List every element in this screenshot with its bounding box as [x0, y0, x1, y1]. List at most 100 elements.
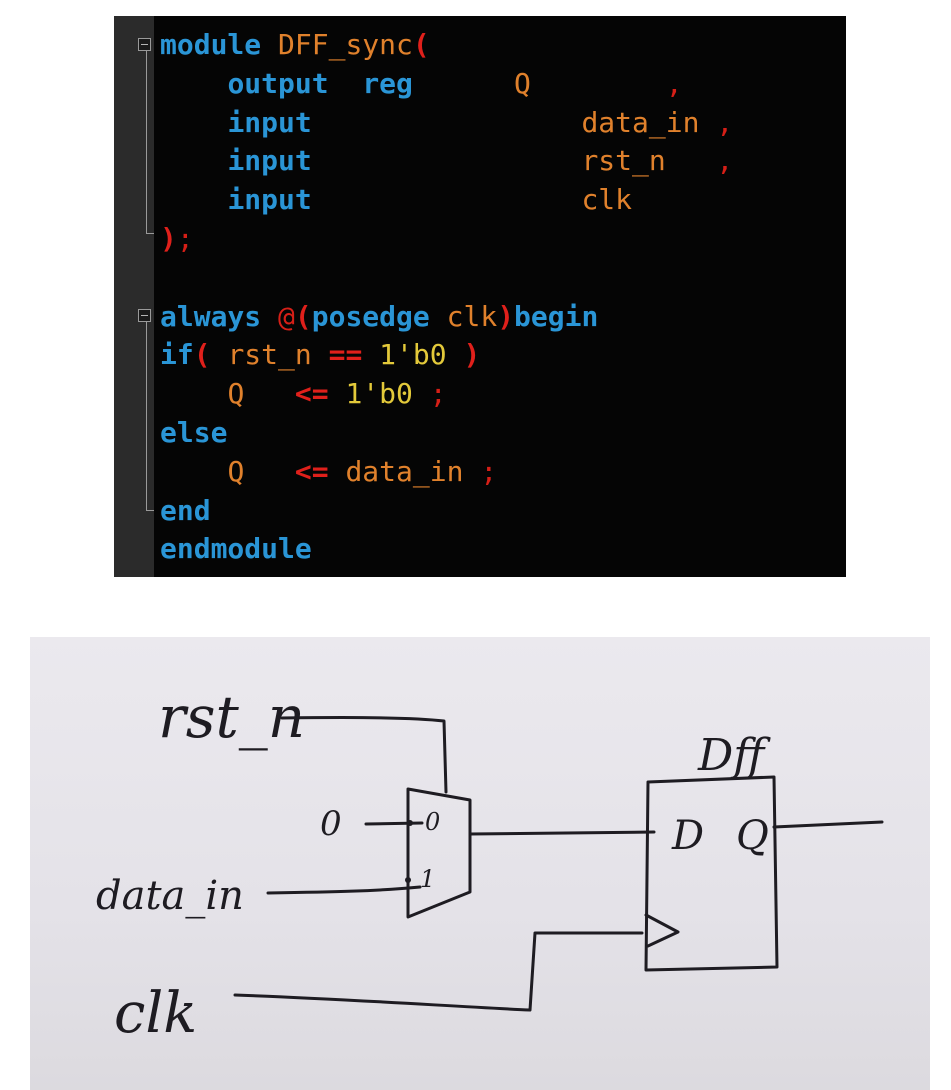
code-token	[531, 67, 666, 100]
code-token: Q	[227, 377, 245, 411]
code-token: (	[412, 28, 430, 61]
fold-end-mark	[146, 233, 154, 234]
code-token	[312, 183, 582, 216]
code-token: ;	[176, 221, 194, 255]
data-label: data_in	[96, 873, 244, 919]
code-token: )	[497, 299, 515, 333]
code-token	[244, 455, 295, 488]
code-line: module DFF_sync(	[160, 26, 846, 65]
fold-guide-line	[146, 322, 147, 510]
code-token	[261, 28, 278, 61]
code-token: input	[227, 183, 312, 217]
code-line: input data_in ,	[160, 104, 846, 143]
q-wire	[772, 820, 884, 829]
code-token	[261, 300, 278, 333]
code-token: data_in	[345, 454, 464, 488]
code-token: posedge	[311, 299, 430, 333]
code-line: output reg Q ,	[160, 65, 846, 104]
code-token: clk	[446, 299, 498, 333]
code-token	[413, 67, 514, 100]
code-token: )	[463, 338, 481, 372]
code-token: (	[193, 338, 211, 372]
rst-wire	[280, 715, 448, 794]
code-line: endmodule	[160, 530, 846, 569]
clk-label: clk	[114, 981, 197, 1046]
d-pin-label: D	[671, 813, 704, 859]
code-line: Q <= data_in ;	[160, 453, 846, 492]
code-token: rst_n	[227, 338, 312, 372]
code-token: clk	[581, 183, 633, 217]
code-token	[413, 377, 430, 410]
code-token: if	[160, 338, 194, 372]
code-line	[160, 259, 846, 298]
code-token: rst_n	[581, 144, 666, 178]
mux-shape	[406, 787, 472, 919]
fold-always-icon[interactable]	[138, 309, 151, 322]
data-wire	[266, 885, 422, 895]
fold-module-icon[interactable]	[138, 38, 151, 51]
code-token: input	[227, 144, 312, 178]
rst-label: rst_n	[158, 683, 305, 751]
code-token	[447, 338, 464, 371]
code-token: input	[227, 105, 312, 139]
code-token: 1'b0	[345, 377, 413, 411]
code-token: @	[278, 299, 295, 333]
code-line: always @(posedge clk)begin	[160, 298, 846, 337]
code-token	[362, 338, 379, 371]
q-pin-label: Q	[736, 813, 769, 859]
code-token	[160, 377, 227, 410]
code-token	[312, 338, 329, 371]
code-token	[312, 106, 582, 139]
code-token: ,	[716, 144, 734, 178]
code-line: Q <= 1'b0 ;	[160, 375, 846, 414]
code-token: reg	[362, 66, 413, 100]
code-token: endmodule	[160, 532, 312, 566]
clk-wire	[233, 931, 644, 1012]
code-token: Q	[227, 454, 245, 488]
code-token: Q	[514, 66, 531, 100]
code-token: ;	[429, 377, 447, 411]
code-token	[160, 455, 227, 488]
code-token: ;	[480, 454, 498, 488]
circuit-diagram: rst_n 0 data_in clk Dff 0 1 D Q	[96, 683, 884, 1046]
code-token: DFF_sync	[278, 28, 413, 61]
code-token: output	[227, 66, 329, 100]
code-token	[329, 455, 346, 488]
code-line: input rst_n ,	[160, 142, 846, 181]
code-token: end	[160, 493, 211, 527]
mux-out-wire	[468, 830, 656, 836]
code-token: ,	[665, 66, 683, 100]
code-token: data_in	[581, 105, 700, 139]
code-token: begin	[514, 299, 599, 333]
code-text: module DFF_sync( output reg Q , input da…	[160, 26, 846, 569]
code-line: else	[160, 414, 846, 453]
code-token	[244, 377, 295, 410]
mux-in1-label: 1	[420, 865, 435, 893]
code-token: module	[160, 28, 262, 61]
code-token	[160, 144, 227, 177]
code-token: always	[160, 299, 262, 333]
code-token	[699, 106, 716, 139]
editor-gutter	[114, 16, 154, 577]
code-line: );	[160, 220, 846, 259]
code-token	[211, 338, 228, 371]
circuit-sketch-photo: rst_n 0 data_in clk Dff 0 1 D Q	[30, 637, 930, 1090]
code-token: <=	[294, 377, 329, 411]
code-token: <=	[294, 454, 329, 488]
code-line: end	[160, 492, 846, 531]
code-token: ==	[328, 338, 363, 372]
fold-end-mark	[146, 510, 154, 511]
code-token	[312, 144, 582, 177]
code-token: (	[294, 299, 312, 333]
code-line: if( rst_n == 1'b0 )	[160, 336, 846, 375]
code-editor-panel: module DFF_sync( output reg Q , input da…	[114, 16, 846, 577]
mux-in0-label: 0	[425, 808, 440, 836]
dff-box	[644, 775, 779, 972]
clk-triangle	[644, 913, 680, 948]
code-token	[160, 67, 227, 100]
code-token	[329, 67, 363, 100]
code-token	[430, 300, 447, 333]
code-token: 1'b0	[379, 338, 447, 372]
code-token	[463, 455, 480, 488]
code-token	[160, 106, 227, 139]
